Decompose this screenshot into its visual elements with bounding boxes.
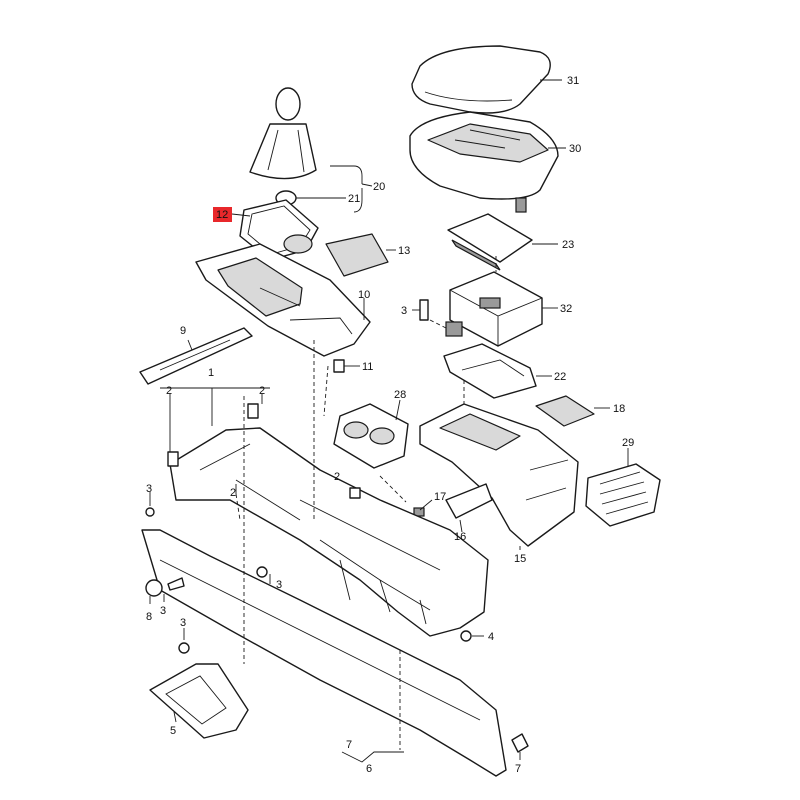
part-tray (149, 663, 249, 739)
callout-2-a: 2 (166, 385, 172, 397)
part-lid (447, 213, 533, 271)
callout-15: 15 (514, 553, 526, 565)
callout-7-b: 7 (515, 763, 521, 775)
part-rear-console (419, 403, 579, 547)
part-cup-holder (333, 403, 409, 469)
part-cover-plate (325, 233, 389, 277)
callout-12: 12 (216, 209, 228, 221)
callout-18: 18 (613, 403, 625, 415)
part-lower-shell (141, 529, 507, 777)
part-shift-boot (249, 87, 317, 180)
callout-31: 31 (567, 75, 579, 87)
leader-lines (149, 79, 629, 763)
callout-23: 23 (562, 239, 574, 251)
part-bracket-22 (443, 343, 537, 399)
callout-9: 9 (180, 325, 186, 337)
callout-32: 32 (560, 303, 572, 315)
callout-7-a: 7 (346, 739, 352, 751)
callout-8: 8 (146, 611, 152, 623)
callout-28: 28 (394, 389, 406, 401)
callout-3-a: 3 (401, 305, 407, 317)
callout-30: 30 (569, 143, 581, 155)
callout-13: 13 (398, 245, 410, 257)
part-pad-18 (535, 395, 595, 427)
part-armrest-base (409, 111, 559, 213)
part-side-bar (139, 327, 253, 385)
callout-3-b: 3 (146, 483, 152, 495)
part-upper-console-trim (195, 243, 371, 357)
callout-3-d: 3 (160, 605, 166, 617)
part-main-frame (169, 427, 489, 637)
callout-10: 10 (358, 289, 370, 301)
callout-labels: 31 30 20 21 12 13 23 10 3 32 9 11 22 1 2… (146, 75, 634, 775)
callout-1: 1 (208, 367, 214, 379)
callout-22: 22 (554, 371, 566, 383)
callout-2-b: 2 (259, 385, 265, 397)
callout-6: 6 (366, 763, 372, 775)
callout-2-c: 2 (334, 471, 340, 483)
callout-2-d: 2 (230, 487, 236, 499)
callout-3-e: 3 (180, 617, 186, 629)
callout-16: 16 (454, 531, 466, 543)
callout-4: 4 (488, 631, 494, 643)
highlight-marker-12 (213, 207, 232, 222)
part-armrest-cushion (411, 45, 551, 114)
callout-20: 20 (373, 181, 385, 193)
part-clip-11 (333, 359, 345, 373)
callout-21: 21 (348, 193, 360, 205)
fastener-group (145, 403, 529, 753)
callout-17: 17 (434, 491, 446, 503)
callout-3-c: 3 (276, 579, 282, 591)
callout-29: 29 (622, 437, 634, 449)
part-storage-box (449, 271, 543, 347)
callout-5: 5 (170, 725, 176, 737)
part-switch-16 (413, 483, 493, 519)
part-vent (585, 463, 661, 527)
callout-11: 11 (362, 361, 373, 373)
